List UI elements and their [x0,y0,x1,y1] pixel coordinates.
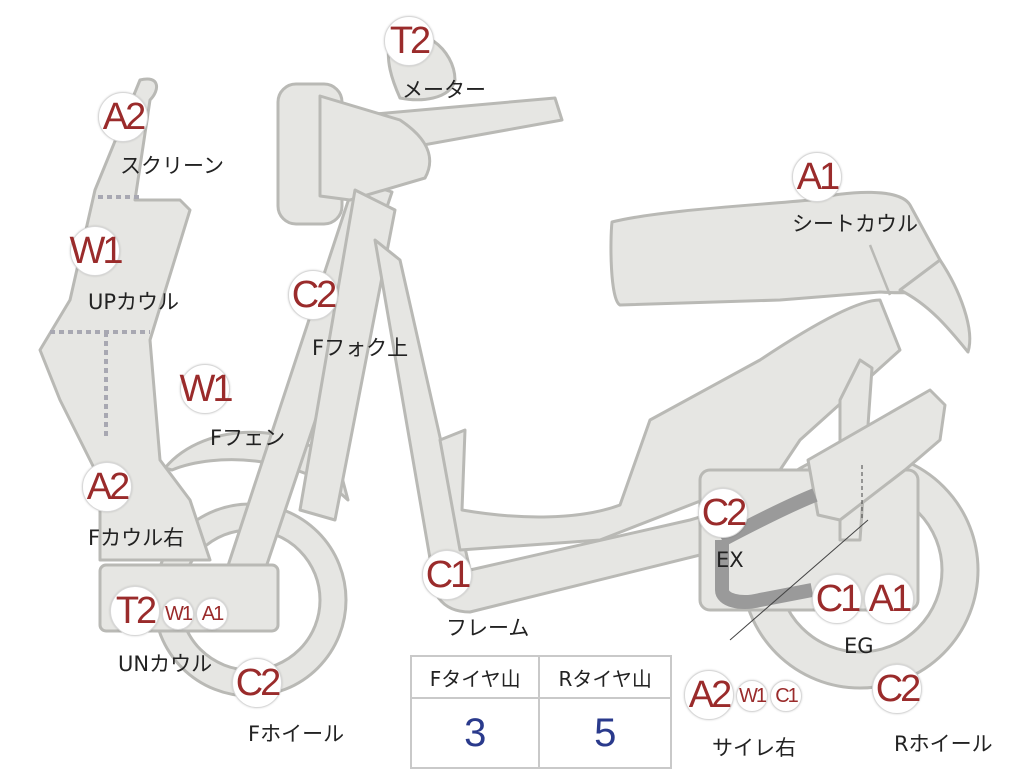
front-cowl-shape [38,77,212,562]
tread-value-rear: 5 [538,697,672,769]
tail-shape [898,258,972,354]
tread-header-rear: Rタイヤ山 [538,655,672,699]
seat-shape [609,190,943,307]
body-shape [438,298,902,552]
grade-badge: W1 [180,364,234,414]
grade-badge: T2 [110,586,160,636]
leader-muffler [729,519,869,641]
grade-badge: A2 [82,462,132,512]
exhaust-pipe-shape [715,540,814,609]
part-label-muffler-r: サイレ右 [712,736,796,760]
part-label-seat-cowl: シートカウル [792,212,918,236]
tread-value-front: 3 [409,697,541,769]
part-label-eg: EG [844,634,874,658]
grade-badge: A2 [684,670,734,720]
grade-badge: C2 [232,658,282,708]
seat-divider [868,244,892,296]
muffler-shape [806,388,947,522]
tire-tread-table: Fタイヤ山 Rタイヤ山 3 5 [409,655,672,769]
grade-badge: A1 [864,574,914,624]
grade-badge: C1 [812,574,862,624]
part-label-f-fork-upper: Fフォク上 [312,336,409,360]
grade-badge: W1 [162,598,194,630]
grade-badge: T2 [384,16,434,66]
part-label-screen: スクリーン [120,154,224,178]
head-cover-shape [318,94,432,202]
legshield-shape [298,188,397,522]
grade-badge: C2 [872,664,922,714]
grade-badge: C1 [770,680,802,712]
grade-badge: A2 [98,92,148,142]
grade-badge: A1 [792,152,842,202]
grade-badge: A1 [196,598,228,630]
grade-badge: W1 [70,226,124,276]
part-label-f-wheel: Fホイール [248,722,345,746]
part-label-f-cowl-r: Fカウル右 [88,526,185,550]
part-label-un-cowl: UNカウル [118,652,213,676]
grade-badge: C2 [698,488,748,538]
grade-badge: C2 [288,270,338,320]
part-label-up-cowl: UPカウル [88,290,180,314]
part-label-r-wheel: Rホイール [894,732,993,756]
grade-badge: W1 [736,680,768,712]
part-label-f-fender: Fフェン [210,426,286,450]
tread-header-front: Fタイヤ山 [409,655,541,699]
part-label-ex: EX [716,548,744,572]
part-label-frame: フレーム [446,616,530,640]
grade-badge: C1 [422,550,472,600]
part-label-meter: メーター [402,78,486,102]
